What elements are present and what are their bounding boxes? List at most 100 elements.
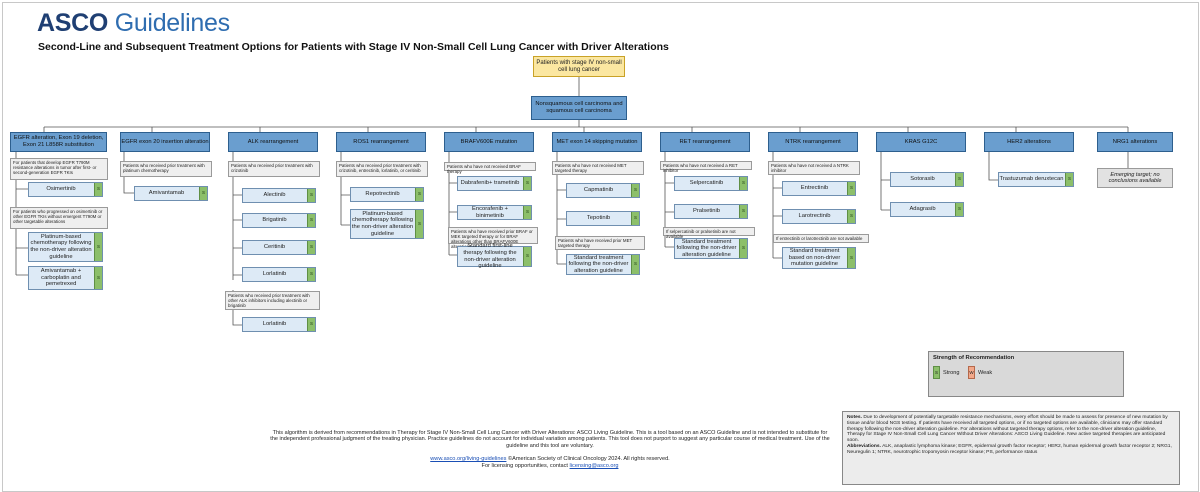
note-ret-naive: Patients who have not received a RET inh… bbox=[660, 161, 752, 173]
category-egfr20: EGFR exon 20 insertion alteration bbox=[120, 132, 210, 152]
drug-standard-ret: Standard treatment following the non-dri… bbox=[674, 238, 748, 259]
strength-badge: S bbox=[523, 177, 531, 190]
category-ret: RET rearrangement bbox=[660, 132, 750, 152]
connector-her2 bbox=[988, 152, 998, 181]
category-egfr: EGFR alteration, Exon 19 deletion, Exon … bbox=[10, 132, 107, 152]
category-braf: BRAFV600E mutation bbox=[444, 132, 534, 152]
drug-standard-met: Standard treatment following the non-dri… bbox=[566, 254, 640, 275]
note-ros1: Patients who received prior treatment wi… bbox=[336, 161, 428, 177]
drug-platinum-ros1: Platinum-based chemotherapy following th… bbox=[350, 209, 424, 239]
connector-bus bbox=[44, 120, 1128, 128]
note-egfr-t790m: For patients that develop EGFR T790M res… bbox=[10, 158, 108, 180]
strength-badge: S bbox=[415, 210, 423, 238]
note-alk-crizotinib: Patients who received prior treatment wi… bbox=[228, 161, 320, 177]
drug-amivantamab-combo: Amivantamab + carboplatin and pemetrexed… bbox=[28, 266, 103, 290]
category-alk: ALK rearrangement bbox=[228, 132, 318, 152]
root-node: Patients with stage IV non-small cell lu… bbox=[533, 56, 625, 77]
strength-badge: S bbox=[199, 187, 207, 200]
strength-legend: Strength of Recommendation S Strong W We… bbox=[928, 351, 1124, 397]
note-egfr-progressed: For patients who progressed on osimertin… bbox=[10, 207, 108, 229]
strength-badge: S bbox=[523, 247, 531, 266]
connector-ntrk bbox=[772, 152, 782, 259]
note-egfr20: Patients who received prior treatment wi… bbox=[120, 161, 212, 177]
strength-badge: S bbox=[94, 267, 102, 289]
strength-badge: S bbox=[307, 241, 315, 254]
legend-weak-swatch: W bbox=[968, 366, 975, 379]
note-braf-prior: Patients who have received prior BRAF or… bbox=[448, 227, 538, 249]
category-her2: HER2 alterations bbox=[984, 132, 1074, 152]
strength-badge: S bbox=[1065, 173, 1073, 186]
note-ntrk-unavailable: If entrectinib or larotrectinib are not … bbox=[773, 234, 869, 243]
strength-badge: S bbox=[847, 182, 855, 195]
category-kras: KRAS G12C bbox=[876, 132, 966, 152]
strength-badge: S bbox=[415, 188, 423, 201]
disclaimer-text: This algorithm is derived from recommend… bbox=[270, 430, 830, 449]
strength-badge: S bbox=[307, 189, 315, 202]
page-title: Second-Line and Subsequent Treatment Opt… bbox=[38, 41, 669, 53]
legend-strong-swatch: S bbox=[933, 366, 940, 379]
note-ret-unavailable: If selpercatinib or pralsetinib are not … bbox=[663, 227, 755, 239]
category-met: MET exon 14 skipping mutation bbox=[552, 132, 642, 152]
category-nrg1: NRG1 alterations bbox=[1097, 132, 1173, 152]
connector-drops bbox=[43, 127, 1129, 132]
strength-badge: S bbox=[631, 212, 639, 225]
legend-weak-label: Weak bbox=[978, 370, 993, 376]
strength-badge: S bbox=[307, 214, 315, 227]
connector-ret bbox=[664, 152, 674, 248]
histology-node: Nonsquamous cell carcinoma and squamous … bbox=[531, 96, 627, 120]
strength-badge: S bbox=[847, 248, 855, 268]
asco-guidelines-logo: ASCO Guidelines bbox=[37, 9, 230, 37]
drug-platinum-egfr: Platinum-based chemotherapy following th… bbox=[28, 232, 103, 262]
notes-label: Notes. bbox=[847, 415, 862, 420]
connector-braf bbox=[448, 152, 457, 256]
licensing-line: For licensing opportunities, contact lic… bbox=[481, 463, 619, 469]
strength-badge: S bbox=[739, 177, 747, 190]
abbreviations-text: ALK, anaplastic lymphoma kinase; EGFR, e… bbox=[847, 443, 1172, 455]
strength-badge: S bbox=[94, 233, 102, 261]
strength-badge: S bbox=[955, 173, 963, 186]
note-braf-naive: Patients who have not received BRAF ther… bbox=[444, 162, 536, 174]
connector-kras bbox=[880, 152, 890, 211]
strength-badge: S bbox=[631, 184, 639, 197]
strength-badge: S bbox=[739, 239, 747, 258]
strength-badge: S bbox=[847, 210, 855, 223]
strength-badge: S bbox=[955, 203, 963, 216]
strength-badge: S bbox=[94, 183, 102, 196]
footer-line: www.asco.org/living-guidelines ©American… bbox=[430, 456, 670, 462]
strength-badge: S bbox=[307, 318, 315, 331]
legend-strong-label: Strong bbox=[943, 370, 960, 376]
notes-text: Due to development of potentially target… bbox=[847, 415, 1168, 444]
abbreviations-label: Abbreviations. bbox=[847, 443, 881, 449]
nrg1-emerging-note: Emerging target; no conclusions availabl… bbox=[1097, 168, 1173, 188]
drug-standard-braf: Standard first-line therapy following th… bbox=[457, 243, 532, 269]
drug-standard-ntrk: Standard treatment based on non-driver m… bbox=[782, 247, 856, 269]
note-ntrk-naive: Patients who have not received a NTRK in… bbox=[768, 161, 860, 175]
living-guidelines-link[interactable]: www.asco.org/living-guidelines bbox=[430, 456, 507, 462]
legend-title: Strength of Recommendation bbox=[933, 355, 1015, 361]
note-alk-other: Patients who received prior treatment wi… bbox=[225, 291, 320, 310]
strength-badge: S bbox=[523, 206, 531, 219]
licensing-email-link[interactable]: licensing@asco.org bbox=[569, 463, 619, 469]
strength-badge: S bbox=[631, 255, 639, 274]
note-met-naive: Patients who have not received MET targe… bbox=[552, 161, 644, 175]
